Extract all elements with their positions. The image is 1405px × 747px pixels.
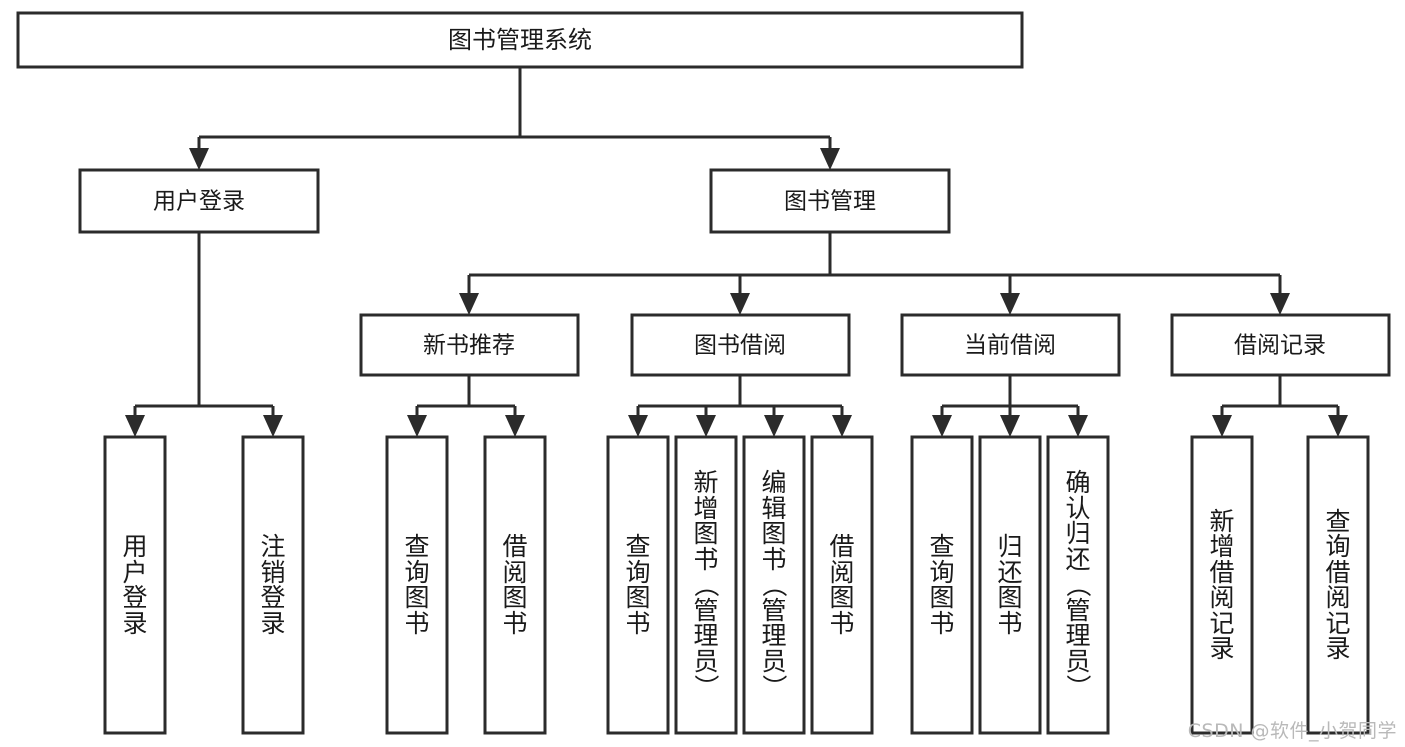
arrowhead-borrow-record [1270,293,1290,315]
leaf-rect-nb-query-book[interactable] [385,435,449,735]
node-new-book-recommend-label: 新书推荐 [423,333,515,359]
node-new-book-recommend[interactable]: 新书推荐 [359,313,580,377]
arrowhead-book-borrow [730,293,750,315]
arrowhead-book-borrow-leaf4 [832,415,852,437]
arrowhead-current-borrow-leaf3 [1068,415,1088,437]
arrowhead-borrow-record-leaf2 [1328,415,1348,437]
leaf-rect-br-query-record[interactable] [1306,435,1370,735]
arrowhead-user-login [189,148,209,170]
node-book-manage-label: 图书管理 [784,189,876,215]
node-book-manage-rect[interactable] [709,168,951,234]
node-borrow-record[interactable]: 借阅记录 [1170,313,1391,377]
leaf-rect-logout-login[interactable] [241,435,305,735]
leaf-rect-bb-edit-book[interactable] [742,435,806,735]
node-root[interactable]: 图书管理系统 [16,11,1024,69]
node-current-borrow-rect[interactable] [900,313,1121,377]
node-root-rect[interactable] [16,11,1024,69]
arrowhead-current-borrow [1000,293,1020,315]
leaf-rect-nb-borrow-book[interactable] [483,435,547,735]
arrowhead-user-login-leaf1 [125,415,145,437]
node-root-label: 图书管理系统 [448,26,592,54]
watermark: CSDN @软件_小贺同学 [1187,720,1397,742]
leaf-rect-bb-borrow-book[interactable] [810,435,874,735]
node-new-book-recommend-rect[interactable] [359,313,580,377]
node-layer: 图书管理系统 用户登录 图书管理 新书推荐 图书借阅 当前 [16,11,1391,377]
node-borrow-record-rect[interactable] [1170,313,1391,377]
node-user-login-label: 用户登录 [153,189,245,215]
arrowhead-new-book [459,293,479,315]
arrowhead-current-borrow-leaf2 [1000,415,1020,437]
arrowhead-new-book-leaf2 [505,415,525,437]
arrowhead-new-book-leaf1 [407,415,427,437]
arrowhead-book-manage [820,148,840,170]
node-current-borrow[interactable]: 当前借阅 [900,313,1121,377]
leaf-rect-br-add-record[interactable] [1190,435,1254,735]
node-book-borrow[interactable]: 图书借阅 [630,313,851,377]
node-user-login-rect[interactable] [78,168,320,234]
leaf-rect-cb-return-book[interactable] [978,435,1042,735]
leaf-layer [103,435,1370,735]
arrowhead-user-login-leaf2 [263,415,283,437]
arrowhead-book-borrow-leaf1 [628,415,648,437]
leaf-rect-cb-query-book[interactable] [910,435,974,735]
node-book-borrow-label: 图书借阅 [694,333,786,359]
leaf-rect-bb-query-book[interactable] [606,435,670,735]
arrowhead-current-borrow-leaf1 [932,415,952,437]
arrowhead-book-borrow-leaf3 [764,415,784,437]
leaf-rect-bb-add-book[interactable] [674,435,738,735]
node-user-login[interactable]: 用户登录 [78,168,320,234]
leaf-rect-user-login[interactable] [103,435,167,735]
leaf-rect-cb-confirm-return[interactable] [1046,435,1110,735]
node-current-borrow-label: 当前借阅 [964,333,1056,359]
arrowhead-book-borrow-leaf2 [696,415,716,437]
node-borrow-record-label: 借阅记录 [1234,333,1326,359]
node-book-manage[interactable]: 图书管理 [709,168,951,234]
arrowhead-borrow-record-leaf1 [1212,415,1232,437]
connector-layer [125,67,1348,437]
node-book-borrow-rect[interactable] [630,313,851,377]
